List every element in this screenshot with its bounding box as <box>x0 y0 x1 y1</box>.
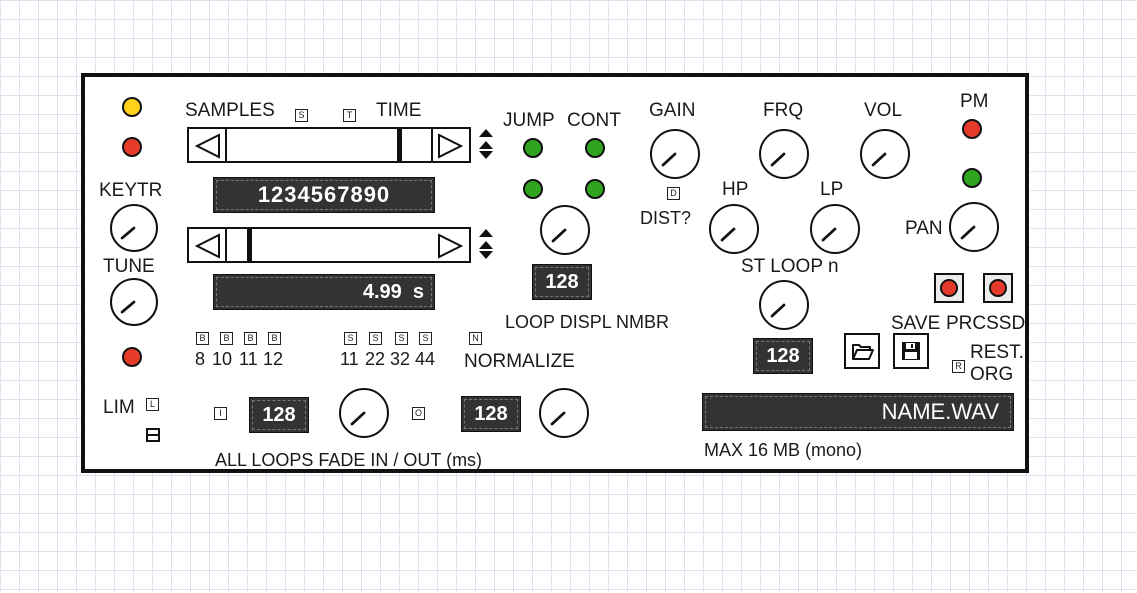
up-down-arrows-icon[interactable] <box>478 229 494 263</box>
rate-option-11: 11 <box>340 349 359 369</box>
loop-display-number[interactable]: 128 <box>532 264 592 300</box>
jump-led-2[interactable] <box>523 179 543 199</box>
limiter-led <box>122 347 142 367</box>
hp-label: HP <box>722 179 749 200</box>
up-down-arrows-icon[interactable] <box>478 129 494 163</box>
rest-toggle[interactable]: R <box>952 360 965 373</box>
triangle-right-icon[interactable] <box>435 133 465 159</box>
prcssd-label: PRCSSD <box>946 313 1026 334</box>
frq-label: FRQ <box>763 100 804 121</box>
lim-label: LIM <box>103 397 135 418</box>
lp-label: LP <box>820 179 844 200</box>
loop-display-label: LOOP DISPL NMBR <box>505 312 670 332</box>
lim-stack-icon[interactable] <box>146 428 160 442</box>
cont-led[interactable] <box>585 138 605 158</box>
prcssd-led <box>989 279 1007 297</box>
samples-label: SAMPLES <box>185 100 275 121</box>
slider-divider <box>225 129 227 161</box>
status-led-red <box>122 137 142 157</box>
rate-toggle-22[interactable]: S <box>369 332 382 345</box>
loop-end-slider[interactable] <box>187 227 471 263</box>
time-toggle[interactable]: T <box>343 109 356 122</box>
bit-option-11: 11 <box>239 349 258 369</box>
fade-in-knob[interactable] <box>339 388 389 438</box>
st-loop-knob[interactable] <box>759 280 809 330</box>
slider-divider <box>225 229 227 261</box>
gain-knob[interactable] <box>650 129 700 179</box>
file-name-display[interactable]: NAME.WAV <box>702 393 1014 431</box>
org-label: ORG <box>970 364 1014 385</box>
lim-toggle[interactable]: L <box>146 398 159 411</box>
normalize-label: NORMALIZE <box>464 351 575 372</box>
fade-label: ALL LOOPS FADE IN / OUT (ms) <box>215 450 483 470</box>
bit-toggle-10[interactable]: B <box>220 332 233 345</box>
rate-toggle-11[interactable]: S <box>344 332 357 345</box>
bit-toggle-11[interactable]: B <box>244 332 257 345</box>
prcssd-button[interactable] <box>983 273 1013 303</box>
pm-label: PM <box>960 91 989 112</box>
bit-toggle-12[interactable]: B <box>268 332 281 345</box>
rate-option-22: 22 <box>365 349 386 369</box>
fade-out-knob[interactable] <box>539 388 589 438</box>
rate-option-32: 32 <box>390 349 411 369</box>
time-label: TIME <box>376 100 422 121</box>
save-button[interactable] <box>934 273 964 303</box>
slider-thumb[interactable] <box>397 129 402 161</box>
triangle-left-icon[interactable] <box>193 233 223 259</box>
pm-led <box>962 119 982 139</box>
gain-label: GAIN <box>649 100 696 121</box>
dist-label: DIST? <box>640 208 692 228</box>
frq-knob[interactable] <box>759 129 809 179</box>
loop-start-slider[interactable] <box>187 127 471 163</box>
samples-toggle[interactable]: S <box>295 109 308 122</box>
keytr-label: KEYTR <box>99 180 163 201</box>
pan-knob[interactable] <box>949 202 999 252</box>
cont-label: CONT <box>567 110 621 131</box>
fade-out-toggle[interactable]: O <box>412 407 425 420</box>
loop-display-knob[interactable] <box>540 205 590 255</box>
jump-led[interactable] <box>523 138 543 158</box>
slider-thumb[interactable] <box>247 229 252 261</box>
vol-knob[interactable] <box>860 129 910 179</box>
jump-label: JUMP <box>503 110 555 131</box>
folder-open-icon <box>852 344 874 360</box>
triangle-left-icon[interactable] <box>193 133 223 159</box>
save-label: SAVE <box>891 313 941 334</box>
fade-out-display[interactable]: 128 <box>461 396 521 432</box>
time-display: 4.99 s <box>213 274 435 310</box>
bit-option-10: 10 <box>212 349 233 369</box>
samples-digits-display: 1234567890 <box>213 177 435 213</box>
bit-toggle-8[interactable]: B <box>196 332 209 345</box>
triangle-right-icon[interactable] <box>435 233 465 259</box>
dist-toggle[interactable]: D <box>667 187 680 200</box>
file-size-note: MAX 16 MB (mono) <box>704 440 863 460</box>
open-file-button[interactable] <box>844 333 880 369</box>
tune-label: TUNE <box>103 256 155 277</box>
tune-knob[interactable] <box>110 278 158 326</box>
rate-toggle-32[interactable]: S <box>395 332 408 345</box>
save-file-button[interactable] <box>893 333 929 369</box>
fade-in-toggle[interactable]: I <box>214 407 227 420</box>
keytr-knob[interactable] <box>110 204 158 252</box>
pm-led-green[interactable] <box>962 168 982 188</box>
bit-option-12: 12 <box>263 349 284 369</box>
vol-label: VOL <box>864 100 903 121</box>
hp-knob[interactable] <box>709 204 759 254</box>
plugin-panel: KEYTR TUNE LIM L SAMPLES S T TIME 123456… <box>81 73 1029 473</box>
rate-option-44: 44 <box>415 349 436 369</box>
normalize-toggle[interactable]: N <box>469 332 482 345</box>
fade-in-display[interactable]: 128 <box>249 397 309 433</box>
cont-led-2[interactable] <box>585 179 605 199</box>
save-floppy-icon <box>902 342 920 360</box>
slider-divider <box>431 129 433 161</box>
st-loop-display[interactable]: 128 <box>753 338 813 374</box>
st-loop-label: ST LOOP n <box>741 256 839 277</box>
save-led <box>940 279 958 297</box>
status-led-yellow <box>122 97 142 117</box>
rest-label: REST. <box>970 342 1024 363</box>
bit-option-8: 8 <box>195 349 206 369</box>
rate-toggle-44[interactable]: S <box>419 332 432 345</box>
lp-knob[interactable] <box>810 204 860 254</box>
pan-label: PAN <box>905 218 943 239</box>
